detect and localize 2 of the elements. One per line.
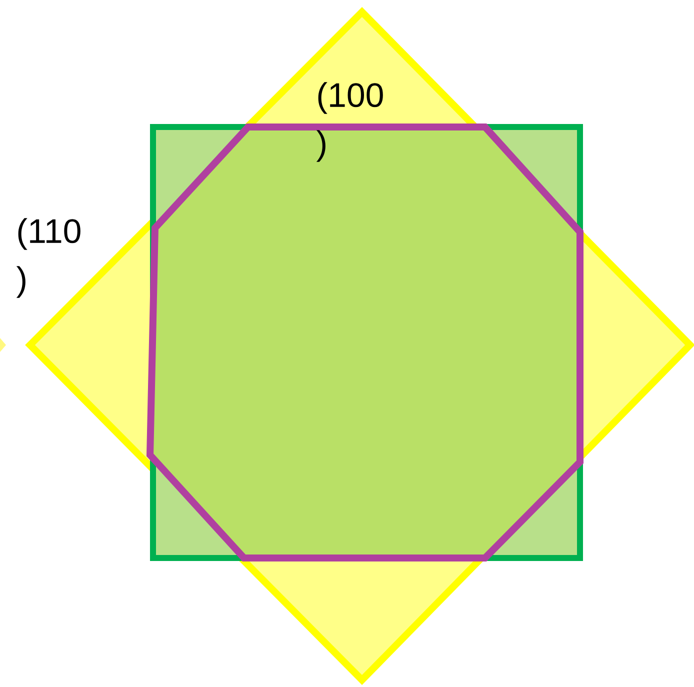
facet-label: (110 ) bbox=[16, 218, 80, 298]
facet-label: (100 ) bbox=[316, 82, 383, 162]
